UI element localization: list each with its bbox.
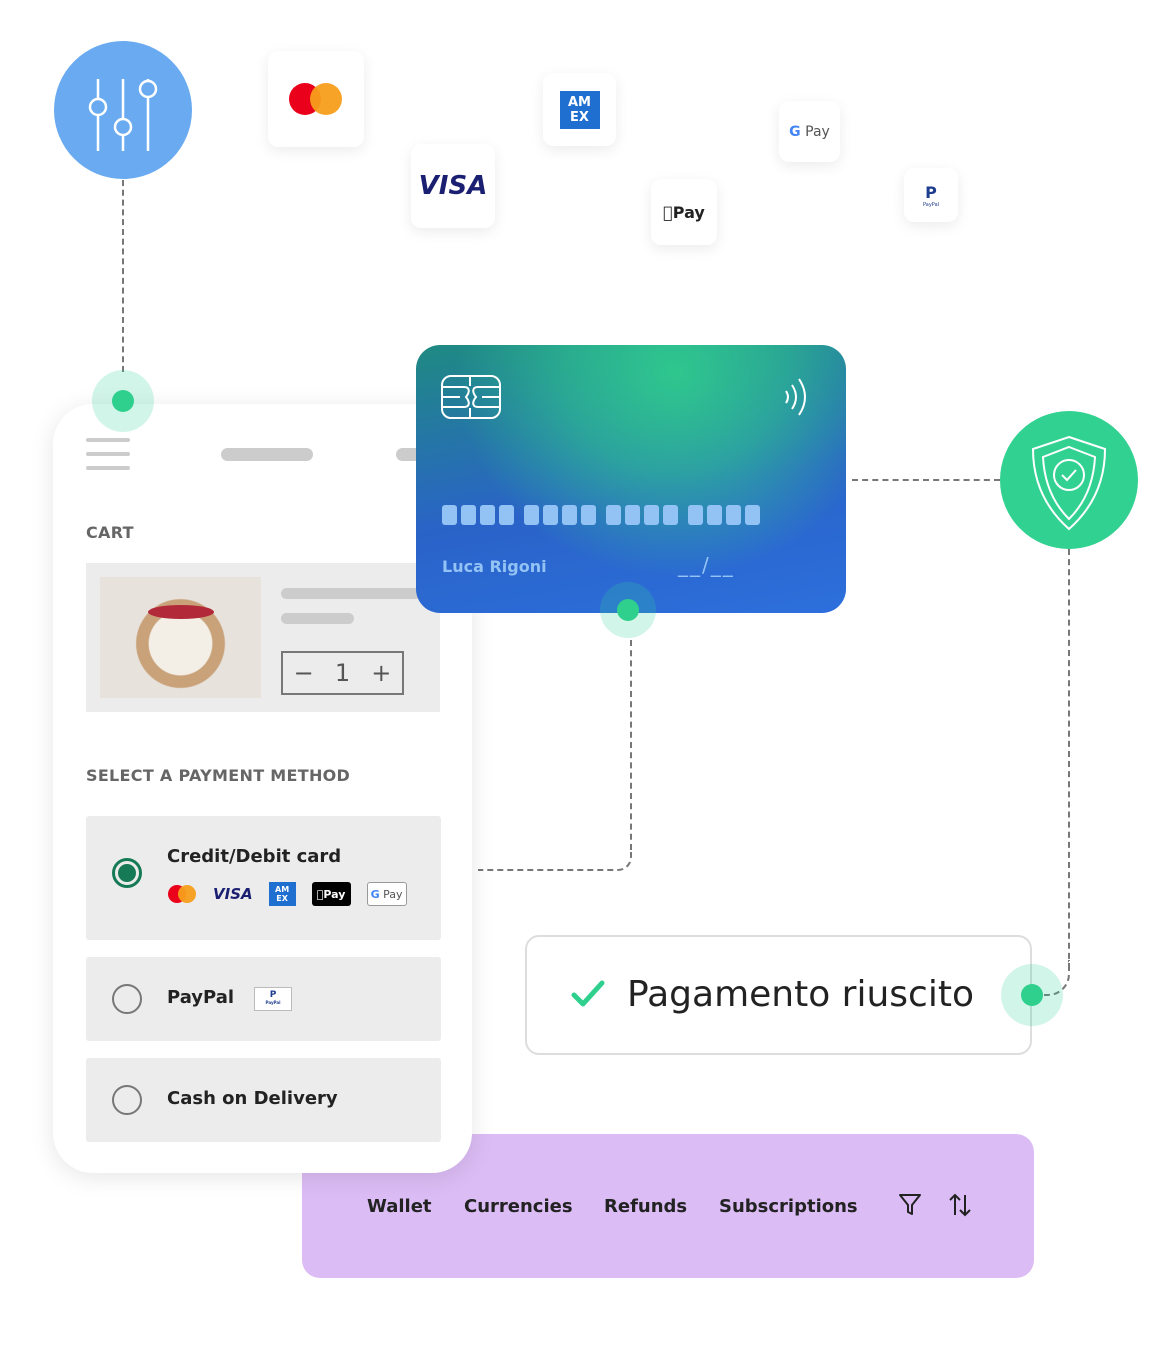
amex-logo: AM EX — [543, 73, 616, 146]
payment-option-cod[interactable]: Cash on Delivery — [86, 1058, 441, 1142]
success-message: Pagamento riuscito — [627, 974, 974, 1015]
option-label: Cash on Delivery — [167, 1088, 338, 1109]
cake-image — [100, 577, 261, 698]
product-price-placeholder — [281, 613, 354, 624]
cardholder-name: Luca Rigoni — [442, 557, 547, 576]
visa-logo: VISA — [411, 144, 495, 228]
decrement-button[interactable]: − — [293, 659, 314, 687]
tab-refunds[interactable]: Refunds — [604, 1196, 688, 1217]
quantity-stepper: − 1 + — [281, 651, 404, 695]
card-number-placeholder — [442, 505, 760, 525]
title-placeholder — [221, 448, 313, 461]
connector-line — [1068, 549, 1070, 969]
phone-checkout: CART − 1 + SELECT A PAYMENT METHOD Credi… — [53, 404, 472, 1173]
quantity-value[interactable]: 1 — [334, 659, 351, 687]
settings-sliders-badge — [54, 41, 192, 179]
hamburger-menu-icon[interactable] — [86, 438, 130, 470]
mastercard-logo — [268, 51, 364, 147]
card-expiry: __/__ — [678, 553, 735, 577]
connector-line — [478, 845, 632, 871]
shield-check-icon — [1031, 435, 1107, 531]
radio-unselected[interactable] — [112, 984, 142, 1014]
mastercard-icon — [168, 885, 196, 903]
tab-wallet[interactable]: Wallet — [367, 1196, 432, 1217]
sort-icon[interactable] — [948, 1192, 972, 1218]
credit-card: Luca Rigoni __/__ — [416, 345, 846, 613]
increment-button[interactable]: + — [371, 659, 392, 687]
connector-dot — [600, 582, 656, 638]
cart-heading: CART — [86, 523, 134, 542]
radio-unselected[interactable] — [112, 1085, 142, 1115]
filter-icon[interactable] — [898, 1192, 922, 1218]
contactless-icon — [785, 378, 806, 416]
check-icon — [571, 980, 605, 1007]
sliders-icon — [88, 79, 158, 151]
radio-selected[interactable] — [112, 858, 142, 888]
google-pay-icon: G Pay — [366, 882, 407, 906]
payment-option-card[interactable]: Credit/Debit card VISA AM EX Pay G Pay — [86, 816, 441, 940]
amex-icon: AM EX — [268, 882, 296, 906]
tab-currencies[interactable]: Currencies — [464, 1196, 573, 1217]
cart-item: − 1 + — [86, 563, 440, 712]
option-label: Credit/Debit card — [167, 846, 342, 867]
connector-line — [852, 479, 1000, 481]
payment-method-heading: SELECT A PAYMENT METHOD — [86, 766, 351, 785]
tab-subscriptions[interactable]: Subscriptions — [719, 1196, 858, 1217]
product-name-placeholder — [281, 588, 421, 599]
connector-dot — [92, 370, 154, 432]
connector-line — [122, 180, 124, 372]
chip-icon — [441, 375, 501, 419]
payment-success-box: Pagamento riuscito — [525, 935, 1032, 1055]
visa-icon: VISA — [213, 885, 253, 903]
google-pay-logo: G Pay — [779, 101, 840, 162]
security-badge — [1000, 411, 1138, 549]
option-label: PayPal — [167, 987, 235, 1008]
apple-pay-icon: Pay — [311, 882, 351, 906]
connector-line — [630, 640, 632, 850]
connector-dot — [1001, 964, 1063, 1026]
apple-pay-logo: Pay — [651, 179, 717, 245]
